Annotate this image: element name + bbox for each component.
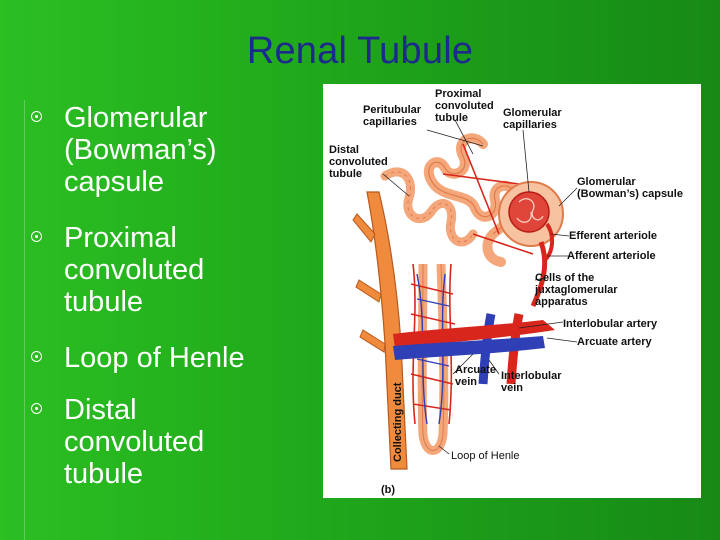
bullet-glomerular-capsule: Glomerular (Bowman’s) capsule bbox=[30, 102, 320, 198]
bullet-line: tubule bbox=[64, 286, 144, 318]
collecting-duct-branch bbox=[355, 279, 382, 303]
bullet-line: Distal bbox=[64, 394, 137, 426]
decorative-divider bbox=[24, 100, 25, 540]
bullet-loop-of-henle: Loop of Henle bbox=[30, 342, 320, 374]
bullet-line: convoluted bbox=[64, 254, 205, 286]
bullet-icon bbox=[31, 231, 42, 242]
glomerular-capillaries bbox=[508, 191, 550, 233]
bullet-line: Loop of Henle bbox=[64, 342, 245, 374]
label-interlobular-artery: Interlobular artery bbox=[563, 318, 658, 330]
collecting-duct-label: Collecting duct bbox=[392, 382, 404, 462]
bullet-list: Glomerular (Bowman’s) capsule Proximal c… bbox=[30, 102, 320, 490]
arcuate-artery bbox=[393, 320, 555, 348]
bullet-proximal-tubule: Proximal convoluted tubule bbox=[30, 222, 320, 318]
nephron-diagram: Collecting duct bbox=[323, 84, 701, 498]
collecting-duct bbox=[366, 191, 408, 470]
bullet-icon bbox=[31, 111, 42, 122]
bullet-line: convoluted bbox=[64, 426, 205, 458]
bullet-line: Glomerular bbox=[64, 102, 208, 134]
slide-title: Renal Tubule bbox=[246, 30, 474, 72]
bullet-line: Proximal bbox=[64, 222, 177, 254]
arcuate-vein bbox=[393, 336, 545, 360]
label-arcuate-artery: Arcuate artery bbox=[577, 336, 652, 348]
bullet-icon bbox=[31, 403, 42, 414]
panel-label: (b) bbox=[381, 484, 396, 496]
bullet-line: tubule bbox=[64, 458, 144, 490]
afferent-arteriole bbox=[530, 241, 548, 308]
bullet-line: (Bowman’s) bbox=[64, 134, 217, 166]
label-efferent-arteriole: Efferent arteriole bbox=[569, 230, 658, 242]
bullet-line: capsule bbox=[64, 166, 164, 198]
collecting-duct-branch bbox=[359, 329, 386, 353]
collecting-duct-branch bbox=[352, 213, 376, 243]
label-bowmans-capsule: Glomerular(Bowman’s) capsule bbox=[577, 176, 683, 200]
bullet-icon bbox=[31, 351, 42, 362]
label-loop-of-henle: Loop of Henle bbox=[451, 450, 520, 462]
leader-lines bbox=[382, 119, 578, 455]
bullet-distal-tubule: Distal convoluted tubule bbox=[30, 394, 320, 490]
label-afferent-arteriole: Afferent arteriole bbox=[567, 250, 656, 262]
nephron-illustration: Collecting duct bbox=[352, 119, 578, 470]
